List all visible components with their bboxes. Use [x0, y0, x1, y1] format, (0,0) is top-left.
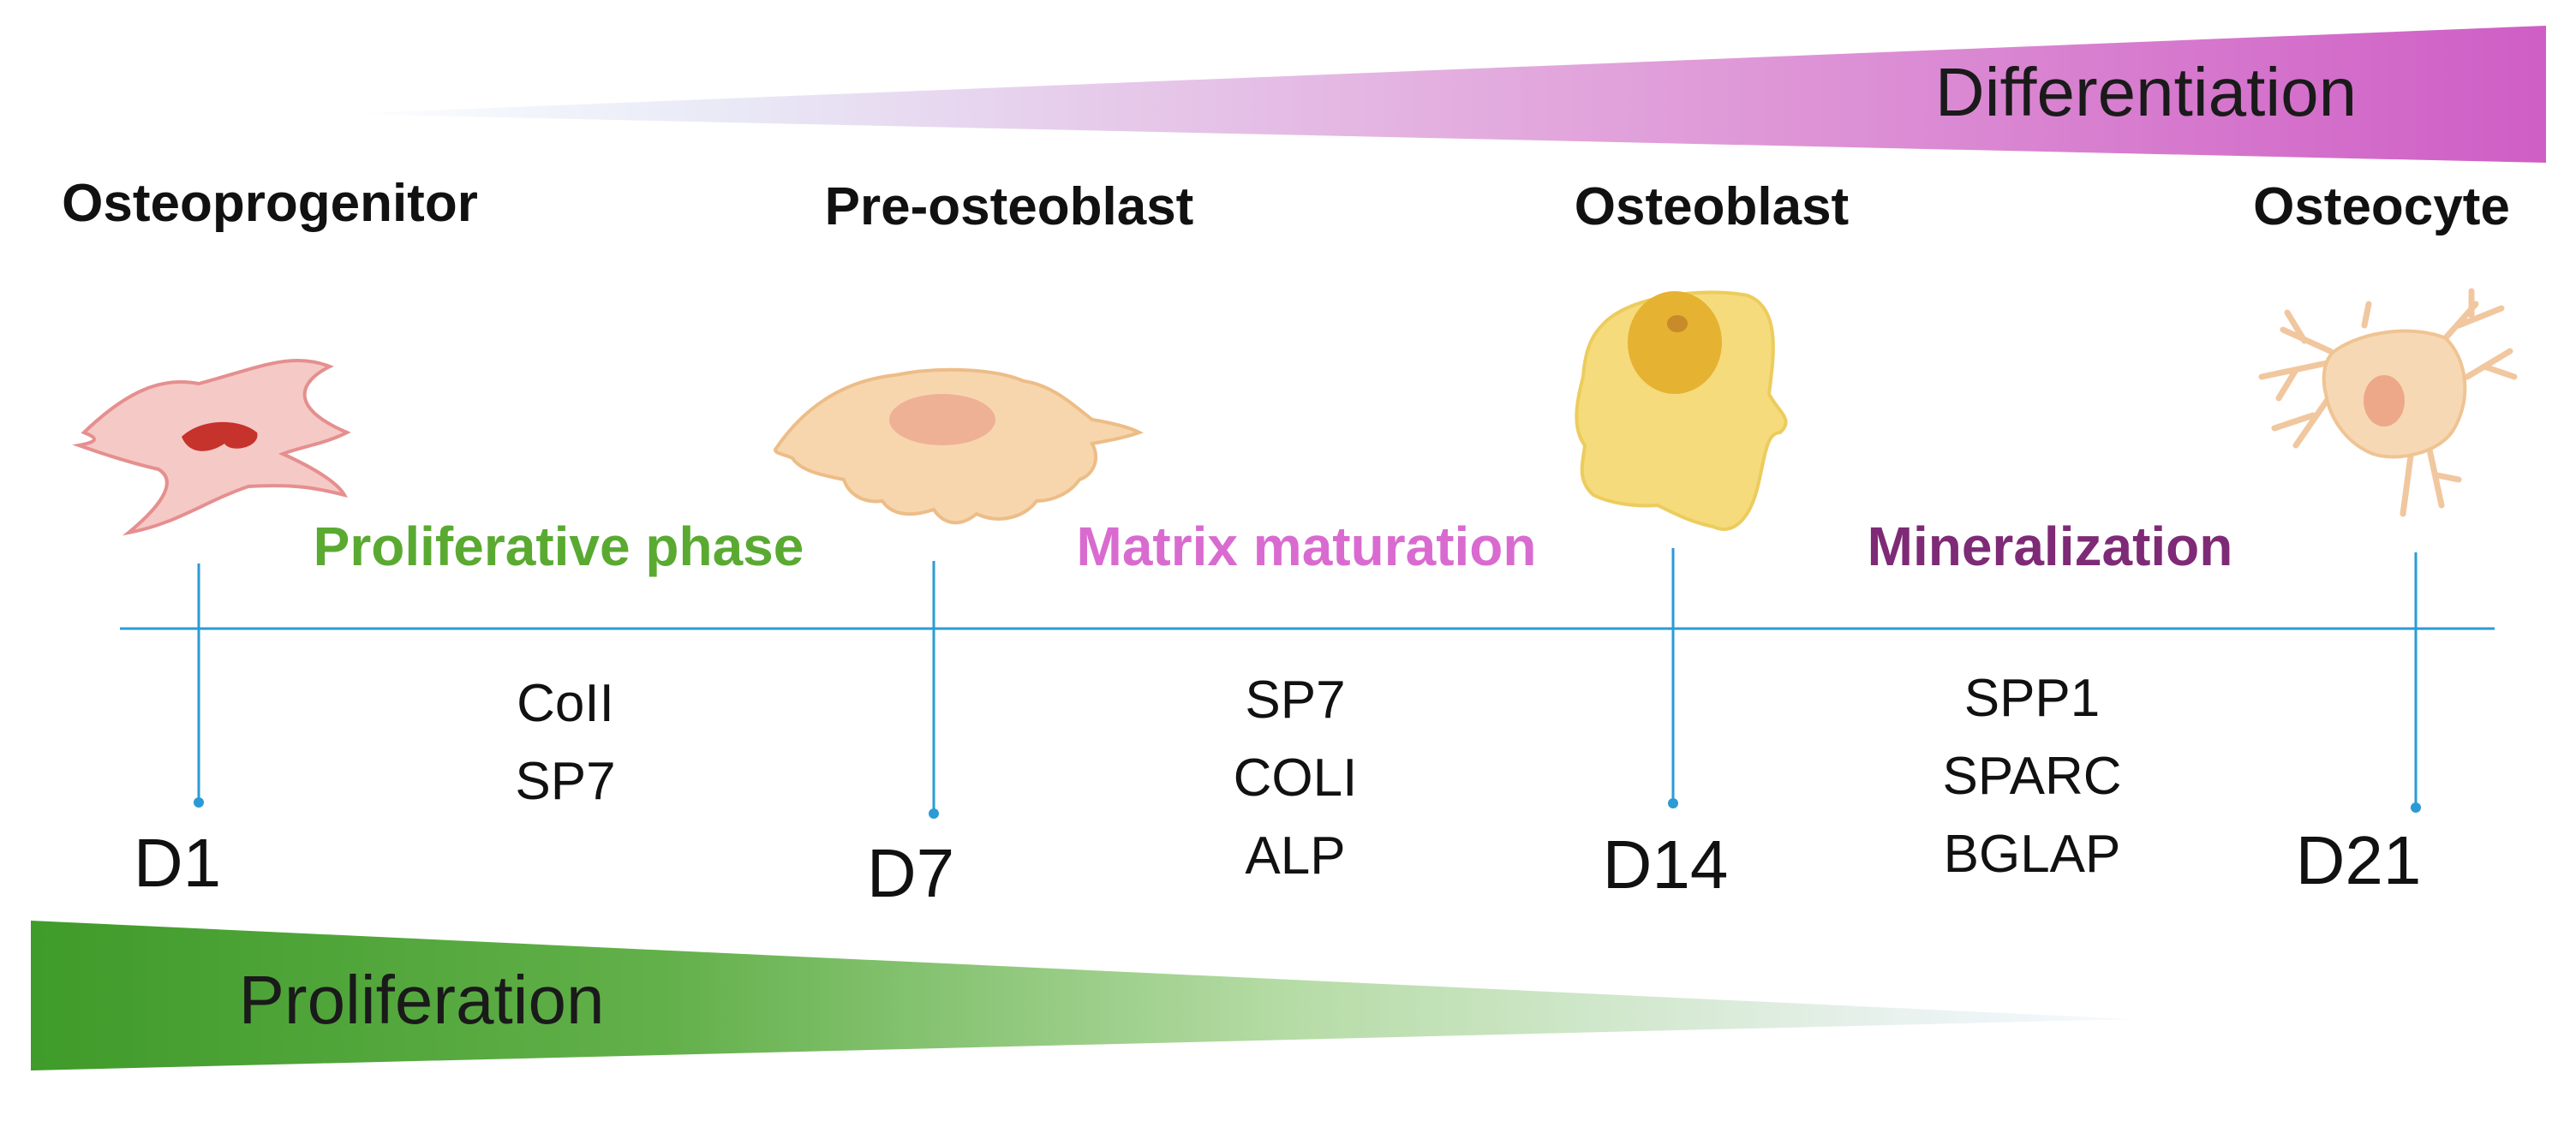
marker-bglap: BGLAP — [1944, 825, 2121, 884]
day-label-d1: D1 — [134, 825, 221, 901]
proliferation-label: Proliferation — [239, 962, 605, 1038]
timeline-dot-d14 — [1668, 798, 1678, 808]
differentiation-wedge: Differentiation — [343, 26, 2546, 163]
timeline-dot-d1 — [194, 797, 204, 808]
timeline-dot-d21 — [2411, 802, 2421, 813]
differentiation-gradient-bar — [343, 26, 2546, 163]
timeline — [120, 548, 2495, 819]
osteoprogenitor-cell-icon — [72, 359, 351, 536]
day-label-d21: D21 — [2296, 822, 2422, 898]
stage-title-osteocyte: Osteocyte — [2253, 177, 2510, 236]
phase-label-mineralization: Mineralization — [1868, 516, 2233, 577]
marker-alp: ALP — [1245, 826, 1345, 886]
timeline-dot-d7 — [929, 808, 939, 819]
marker-coii: CoII — [517, 674, 614, 733]
marker-sparc: SPARC — [1942, 747, 2121, 806]
marker-coli: COLI — [1234, 748, 1358, 808]
phase-label-proliferative: Proliferative phase — [314, 516, 804, 577]
stage-title-pre-osteoblast: Pre-osteoblast — [825, 177, 1194, 236]
marker-spp1: SPP1 — [1964, 669, 2101, 728]
stage-title-osteoblast: Osteoblast — [1575, 177, 1849, 236]
marker-sp7: SP7 — [515, 752, 615, 811]
day-label-d7: D7 — [867, 835, 954, 911]
proliferation-gradient-bar — [31, 921, 2133, 1070]
stage-title-osteoprogenitor: Osteoprogenitor — [62, 174, 478, 233]
marker-sp7: SP7 — [1245, 671, 1345, 730]
differentiation-label: Differentiation — [1935, 54, 2357, 130]
phase-label-matrix-maturation: Matrix maturation — [1077, 516, 1537, 577]
osteocyte-cell-icon — [2258, 288, 2518, 517]
osteoblast-cell-icon — [1575, 290, 1788, 532]
pre-osteoblast-cell-icon — [773, 367, 1145, 525]
proliferation-wedge: Proliferation — [31, 921, 2133, 1070]
day-label-d14: D14 — [1603, 826, 1729, 903]
